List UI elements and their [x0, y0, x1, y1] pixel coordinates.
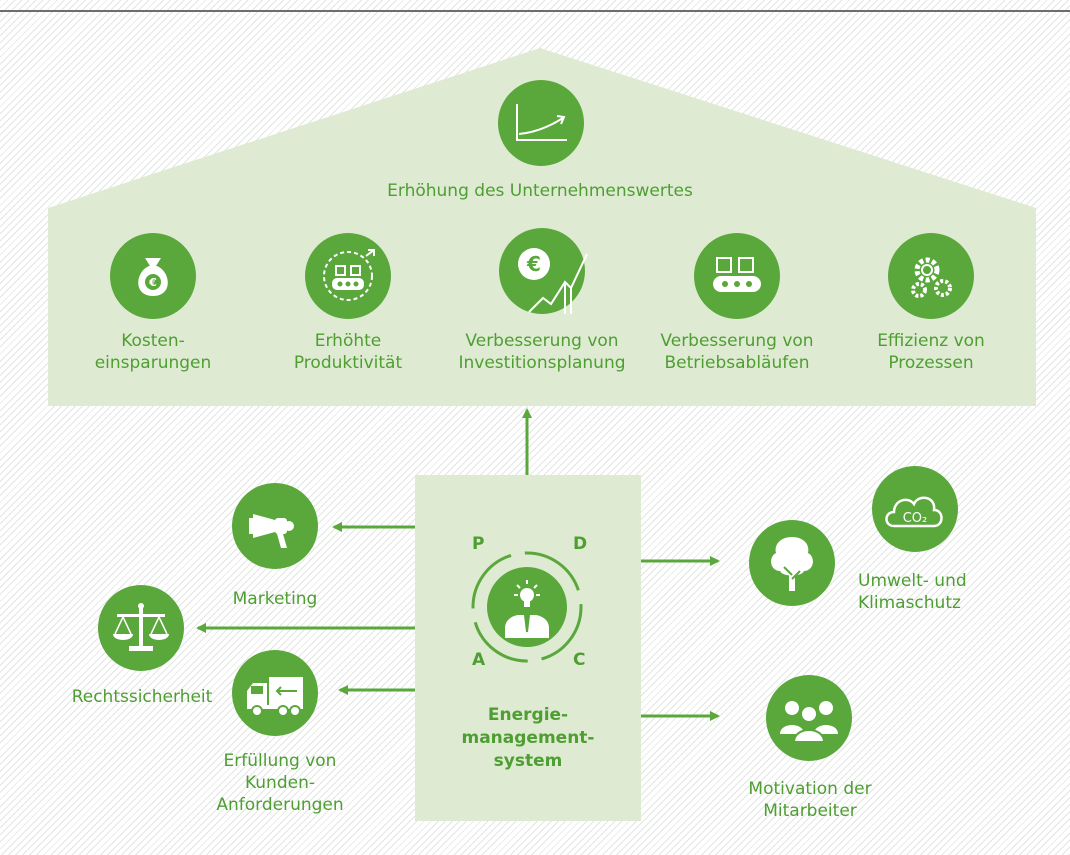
- team-icon: [766, 675, 852, 761]
- pdca-p: P: [472, 534, 485, 554]
- top-rule: [0, 10, 1070, 12]
- scales-icon: [98, 585, 184, 671]
- house-title: Erhöhung des Unternehmenswertes: [387, 181, 693, 201]
- pdca-c: C: [573, 650, 586, 670]
- pdca-d: D: [573, 534, 588, 554]
- svg-text:€: €: [148, 276, 157, 289]
- marketing-label: Marketing: [232, 589, 318, 609]
- co2-cloud-icon: CO₂: [872, 466, 958, 552]
- tree-icon: [749, 520, 835, 606]
- co2-text: CO₂: [903, 511, 928, 526]
- benefit-label-betrieb: Verbesserung von Betriebsabläufen: [660, 331, 814, 373]
- gears-icon: [888, 233, 974, 319]
- pdca-cycle-icon: [471, 551, 583, 663]
- benefit-label-investition: Verbesserung von Investitionsplanung: [458, 331, 626, 373]
- benefit-label-effizienz: Effizienz von Prozessen: [877, 331, 985, 373]
- pdca-a: A: [472, 650, 486, 670]
- motivation-label: Motivation der Mitarbeiter: [748, 779, 872, 821]
- svg-text:€: €: [526, 252, 541, 276]
- megaphone-icon: [232, 483, 318, 569]
- ems-label: Energie- management- system: [461, 705, 595, 771]
- euro-growth-icon: €: [499, 228, 588, 314]
- growth-chart-icon: [498, 80, 584, 166]
- money-bag-icon: €: [110, 233, 196, 319]
- rechtssicherheit-label: Rechtssicherheit: [71, 687, 213, 707]
- conveyor-belt-icon: [694, 233, 780, 319]
- umwelt-label: Umwelt- und Klimaschutz: [858, 571, 967, 613]
- benefit-label-produktivitaet: Erhöhte Produktivität: [293, 331, 403, 373]
- conveyor-cycle-icon: [305, 233, 391, 319]
- delivery-truck-icon: [232, 650, 318, 736]
- kunden-label: Erfüllung von Kunden- Anforderungen: [216, 751, 344, 815]
- benefit-label-kosten: Kosten- einsparungen: [94, 331, 212, 373]
- ems-panel: [415, 475, 641, 821]
